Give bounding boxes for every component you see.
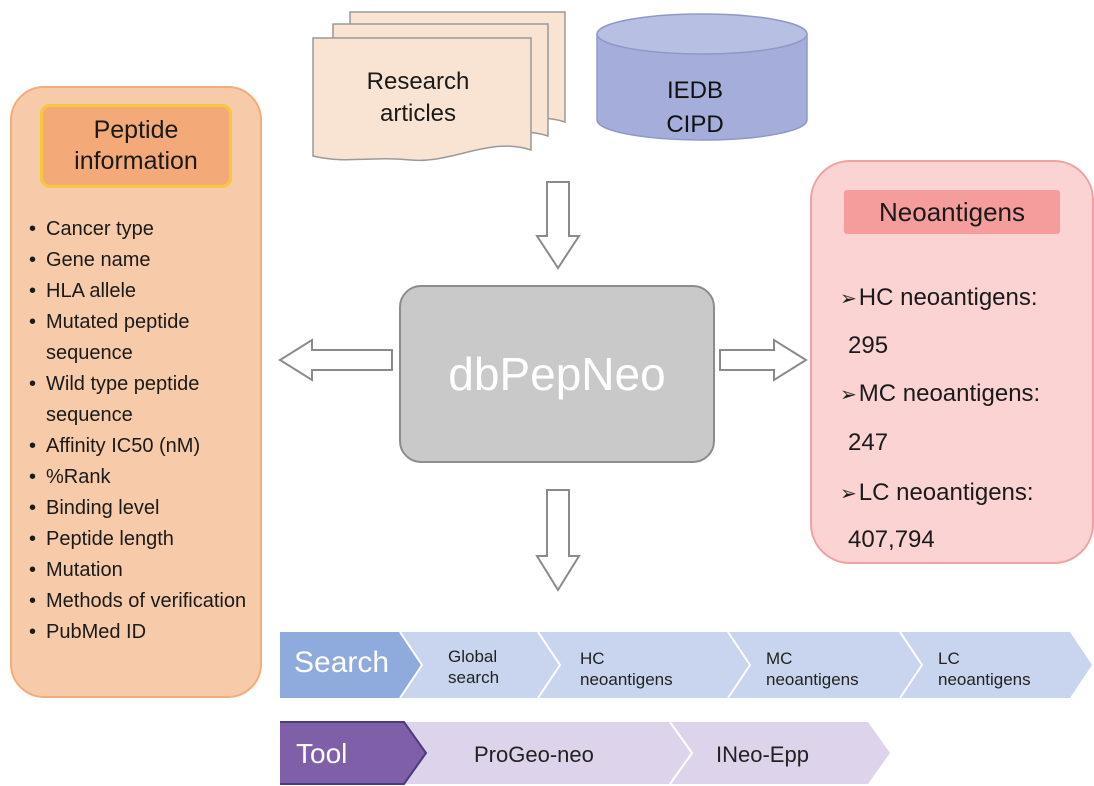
- field-item: %Rank: [24, 462, 256, 493]
- field-item: HLA allele: [24, 276, 256, 307]
- search-head-chevron: [280, 632, 422, 698]
- search-chevron-2: [528, 632, 750, 698]
- field-item: Cancer type: [24, 214, 256, 245]
- search-chevron-1: [400, 632, 560, 698]
- database-name-iedb: IEDB: [666, 77, 723, 104]
- peptide-information-title-text: Peptide information: [74, 116, 198, 175]
- field-item: Mutated peptide sequence: [24, 307, 256, 369]
- research-articles-icon: [312, 11, 566, 162]
- research-articles-label: Research articles: [366, 68, 470, 127]
- mc-stat-text: MC neoantigens:: [858, 380, 1041, 407]
- search-lc-item[interactable]: LC neoantigens: [938, 649, 1031, 689]
- tool-head-label: Tool: [296, 738, 348, 769]
- tool-flow-shapes: [280, 721, 890, 785]
- arrow-bullet-icon: ➢: [840, 384, 857, 406]
- field-item: Methods of verification: [24, 586, 256, 617]
- search-mc-item[interactable]: MC neoantigens: [766, 649, 859, 689]
- search-head-label: Search: [294, 646, 390, 679]
- field-item: Gene name: [24, 245, 256, 276]
- search-flow-shapes: [280, 631, 1092, 699]
- field-item: PubMed ID: [24, 617, 256, 648]
- peptide-information-title: Peptide information: [40, 104, 232, 188]
- search-chevron-3: [718, 632, 922, 698]
- arrow-down-bottom-icon: [535, 489, 581, 592]
- lc-stat-text: LC neoantigens:: [858, 479, 1034, 506]
- field-item: Peptide length: [24, 524, 256, 555]
- mc-stat-value: 247: [848, 429, 889, 456]
- dbpepneo-box: dbPepNeo: [399, 285, 715, 463]
- tool-head-chevron: [280, 722, 426, 784]
- field-item: Wild type peptide sequence: [24, 369, 256, 431]
- arrow-bullet-icon: ➢: [840, 288, 857, 310]
- arrow-right-icon: [719, 338, 808, 382]
- neoantigens-title: Neoantigens: [844, 190, 1060, 234]
- search-hc-item[interactable]: HC neoantigens: [580, 649, 673, 689]
- hc-stat-label: ➢HC neoantigens:: [840, 284, 1038, 312]
- dbpepneo-label: dbPepNeo: [448, 348, 666, 400]
- neoantigens-title-text: Neoantigens: [879, 196, 1025, 227]
- tool-chevron-1: [404, 722, 692, 784]
- search-global-item[interactable]: Global search: [448, 647, 500, 687]
- database-name-cipd: CIPD: [666, 111, 724, 138]
- database-label: IEDB CIPD: [620, 74, 770, 142]
- arrow-down-top-icon: [535, 181, 581, 270]
- field-item: Mutation: [24, 555, 256, 586]
- hc-stat-value: 295: [848, 332, 889, 359]
- mc-stat-label: ➢MC neoantigens:: [840, 380, 1040, 408]
- field-item: Binding level: [24, 493, 256, 524]
- search-chevron-4: [890, 632, 1092, 698]
- hc-stat-text: HC neoantigens:: [858, 284, 1038, 311]
- arrow-left-icon: [278, 338, 393, 382]
- peptide-field-list: Cancer type Gene name HLA allele Mutated…: [24, 214, 256, 648]
- tool-progeo-neo-item[interactable]: ProGeo-neo: [474, 742, 594, 767]
- tool-chevron-2: [660, 722, 890, 784]
- database-icon: [596, 13, 808, 141]
- lc-stat-label: ➢LC neoantigens:: [840, 479, 1034, 507]
- arrow-bullet-icon: ➢: [840, 483, 857, 505]
- tool-ineo-epp-item[interactable]: INeo-Epp: [716, 742, 809, 767]
- field-item: Affinity IC50 (nM): [24, 431, 256, 462]
- lc-stat-value: 407,794: [848, 526, 935, 553]
